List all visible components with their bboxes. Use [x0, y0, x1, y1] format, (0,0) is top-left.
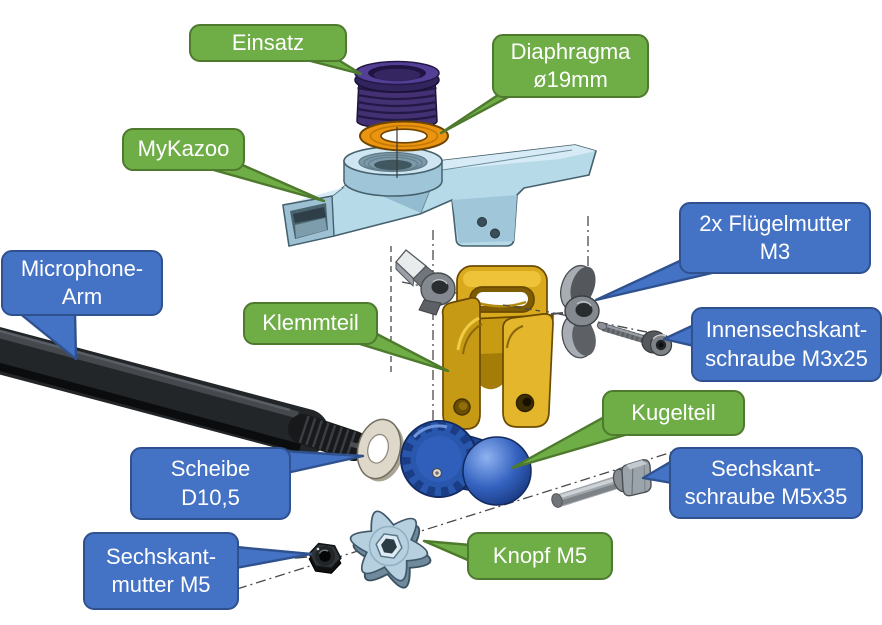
- socket-screw-part: [596, 321, 673, 357]
- star-knob-part: [349, 510, 432, 589]
- diaphragm-part: [359, 120, 449, 152]
- clamp-axis-dash: [502, 304, 541, 312]
- label-sechskantmutter: Sechskant- mutter M5: [83, 532, 239, 610]
- microphone-arm-part: [0, 326, 403, 461]
- label-klemmteil: Klemmteil: [243, 302, 378, 345]
- wing-nut-1-part: [395, 249, 456, 316]
- label-fluegelmutter: 2x Flügelmutter M3: [679, 202, 871, 274]
- knopf-tail: [422, 539, 472, 563]
- washer-part: [356, 418, 405, 482]
- label-diaphragma: Diaphragma ø19mm: [492, 34, 649, 98]
- label-knopf: Knopf M5: [467, 532, 613, 580]
- hex-bolt-part: [551, 459, 652, 508]
- wing-nut-2-part: [550, 264, 600, 359]
- label-microphone-arm: Microphone- Arm: [1, 250, 163, 316]
- label-scheibe: Scheibe D10,5: [130, 447, 291, 520]
- hex-nut-part: [294, 542, 342, 574]
- label-innensechskantschraube: Innensechskant- schraube M3x25: [691, 307, 882, 382]
- klemmteil-part: [441, 265, 554, 432]
- label-sechskantschraube: Sechskant- schraube M5x35: [669, 447, 863, 519]
- label-einsatz: Einsatz: [189, 24, 347, 62]
- label-mykazoo: MyKazoo: [122, 128, 245, 171]
- insert-part: [354, 60, 440, 130]
- kazoo-part: [282, 144, 597, 247]
- label-kugelteil: Kugelteil: [602, 390, 745, 436]
- kugelteil-part: [400, 420, 532, 506]
